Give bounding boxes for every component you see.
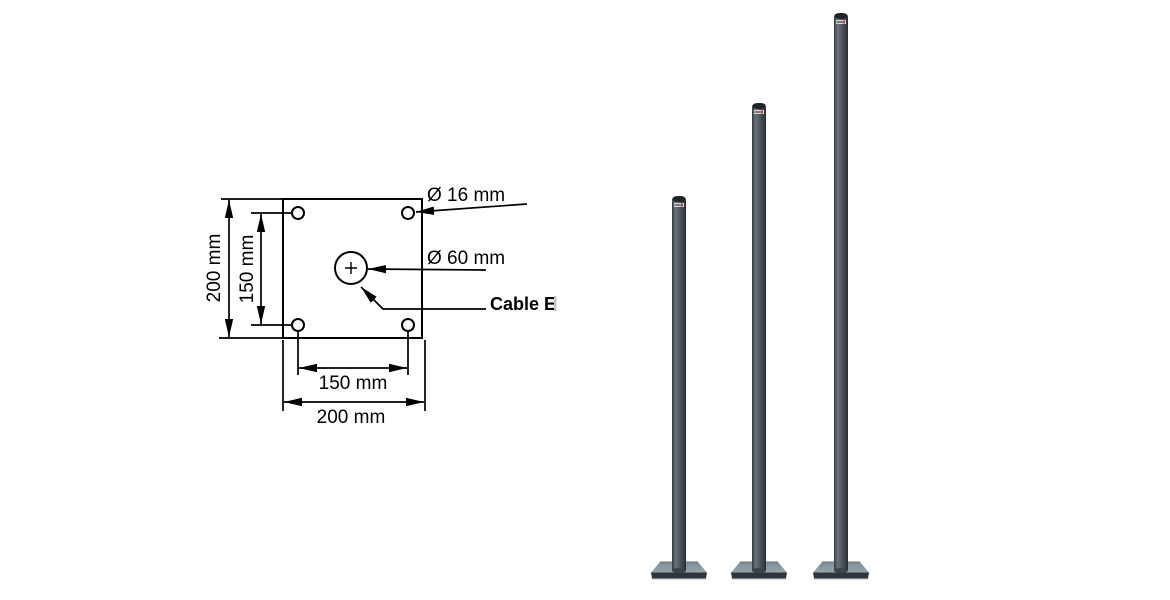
pole-short bbox=[651, 196, 707, 580]
center-mark-icon bbox=[345, 262, 357, 274]
base-plate-drawing: 200 mm 150 mm 150 mm 200 mm Ø 16 mm Ø 60… bbox=[204, 185, 557, 428]
pole-bottom-cap bbox=[672, 567, 686, 574]
cable-entry-label: Cable E bbox=[490, 294, 556, 314]
pole-top-label-accent bbox=[842, 20, 845, 24]
pole-top-label-accent bbox=[760, 110, 763, 114]
pole-top-label-accent bbox=[680, 203, 683, 207]
pole-top-cap bbox=[834, 13, 848, 19]
plate-outline bbox=[282, 198, 423, 339]
base-plate-edge bbox=[813, 572, 869, 579]
center-hole bbox=[334, 251, 368, 285]
poles-illustration bbox=[651, 13, 869, 580]
pole-top-cap bbox=[752, 103, 766, 109]
leader-line-bolt-hole bbox=[415, 203, 528, 215]
bolt-hole-bottom-left bbox=[291, 318, 305, 332]
pole-top-cap bbox=[672, 196, 686, 202]
pole-bottom-cap bbox=[752, 567, 766, 574]
bolt-hole-bottom-right bbox=[401, 318, 415, 332]
pole-top-label-text bbox=[836, 21, 842, 23]
pole-top-label-text bbox=[674, 204, 680, 206]
dim-plate-width-label: 200 mm bbox=[317, 407, 386, 428]
bolt-hole-diameter-label: Ø 16 mm bbox=[427, 185, 505, 206]
pole-medium bbox=[731, 103, 787, 580]
pole-top-label-text bbox=[754, 111, 760, 113]
center-hole-diameter-label: Ø 60 mm bbox=[427, 248, 505, 269]
pole-body bbox=[672, 196, 686, 571]
base-plate-edge bbox=[731, 572, 787, 579]
pole-body bbox=[834, 13, 848, 571]
pole-tall bbox=[813, 13, 869, 580]
dim-plate-height-label: 200 mm bbox=[204, 234, 225, 303]
bolt-hole-top-left bbox=[291, 206, 305, 220]
leader-line-cable-entry bbox=[360, 286, 486, 310]
bolt-hole-top-right bbox=[401, 206, 415, 220]
pole-bottom-cap bbox=[834, 567, 848, 574]
dim-hole-spacing-horizontal-label: 150 mm bbox=[319, 373, 388, 394]
leader-line-center-hole bbox=[367, 264, 487, 274]
dim-hole-spacing-vertical-label: 150 mm bbox=[237, 235, 258, 304]
truncated-letter-fragment bbox=[554, 296, 557, 311]
pole-body bbox=[752, 103, 766, 571]
base-plate-edge bbox=[651, 572, 707, 579]
